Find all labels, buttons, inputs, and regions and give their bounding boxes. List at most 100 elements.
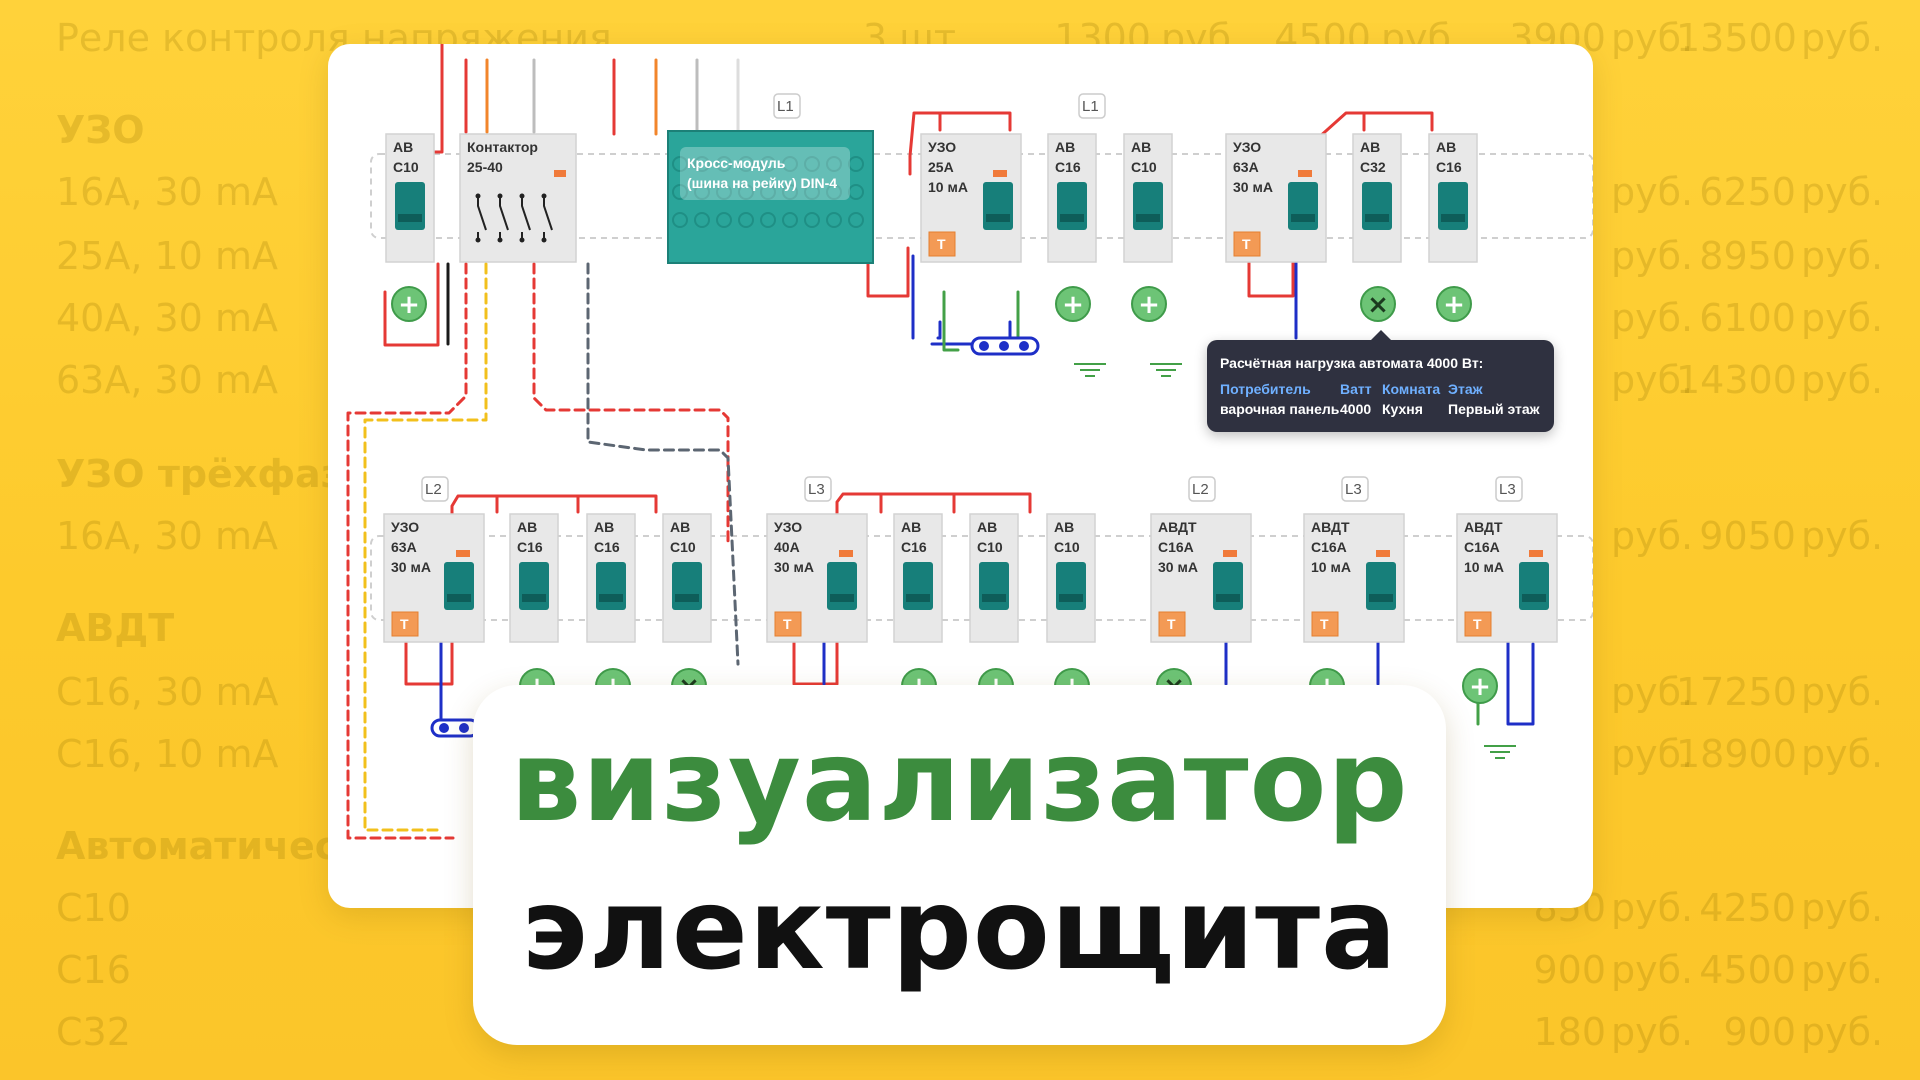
test-button [1311,611,1339,637]
price-row-total: 17250 [1676,670,1797,714]
phase-tag-box [804,476,832,502]
cross-module-label: Кросс-модуль [687,155,786,171]
dashed-wire [346,262,468,840]
module-lever [519,562,549,610]
wire-phase [383,262,440,347]
module-label: 10 мА [1464,559,1504,575]
module-lever-base [906,594,930,602]
module-label: АВДТ [1311,519,1350,535]
cross-texture [716,184,732,200]
module-label: АВ [1131,139,1151,155]
price-row-total: 6250 [1699,170,1796,214]
module-label: УЗО [391,519,419,535]
cross-texture [782,212,798,228]
module-label: 63А [1233,159,1259,175]
status-indicator [839,550,853,557]
cross-texture [716,212,732,228]
phase-tag: L3 [804,476,832,502]
wire-neutral [936,320,942,340]
phase-tag: L2 [421,476,449,502]
module-lever [979,562,1009,610]
price-row-total: 18900 [1676,732,1797,776]
module-label: С10 [977,539,1003,555]
price-row-name: С16, 10 mA [56,732,279,776]
module-label: С16 [594,539,620,555]
cross-texture [826,184,842,200]
add-icon-button: + [391,286,427,322]
module-lever-base [1060,214,1084,222]
module-lever [395,182,425,230]
test-button-label: T [1473,616,1482,632]
price-row-unit: руб. [1611,16,1694,60]
status-indicator [554,170,566,177]
title-line-1: визуализатор [510,717,1409,847]
module-lever [1438,182,1468,230]
module-lever-base [398,214,422,222]
module-lever [444,562,474,610]
module-label: С16 [517,539,543,555]
cross-texture [760,212,776,228]
price-row-unit: руб. [1611,732,1694,776]
cross-texture [760,156,776,172]
module-lever [1362,182,1392,230]
price-row-name: С16 [56,948,131,992]
phase-tag-label: L2 [1192,481,1209,498]
dashed-wire [586,262,740,666]
ground-symbol [1484,745,1516,759]
cross-texture [804,212,820,228]
cross-texture [738,184,754,200]
title-card: визуализатор электрощита [473,685,1446,1045]
price-row-name: 63А, 30 mA [56,358,278,402]
module-lever-base [1216,594,1240,602]
wire-phase [866,240,910,298]
module-label: С16А [1464,539,1500,555]
remove-icon: × [1367,290,1389,320]
add-icon-button: + [1131,286,1167,322]
price-row-unit: руб. [1611,670,1694,714]
load-tooltip: Расчётная нагрузка автомата 4000 Вт: Пот… [1207,330,1554,432]
price-row-unit: руб. [1611,358,1694,402]
icon-circle [1462,668,1498,704]
test-button-label: T [1242,236,1251,252]
price-row-unit: руб. [1611,170,1694,214]
cross-module-label: (шина на рейку) DIN-4 [687,175,837,191]
price-row-price: 900 [1533,948,1606,992]
cross-texture [672,184,688,200]
module-label: С16 [901,539,927,555]
tooltip-value-consumer: варочная панель [1220,401,1340,417]
module-label: С10 [393,159,419,175]
price-row-total: 4500 [1699,948,1796,992]
module-lever [596,562,626,610]
module-label: АВ [1360,139,1380,155]
price-row-total: 900 [1723,1010,1796,1054]
wire-neutral [1506,622,1535,726]
module-label: АВ [901,519,921,535]
breaker-av-c16: АВ С16 [893,513,943,643]
module-lever-base [1291,214,1315,222]
price-row-unit: руб. [1611,886,1694,930]
module-label: С32 [1360,159,1386,175]
test-button [1158,611,1186,637]
contact-dot [497,193,503,199]
phase-tag-label: L1 [777,98,794,115]
price-row-unit: руб. [1611,948,1694,992]
cross-texture [760,184,776,200]
module-lever-base [1522,594,1546,602]
module-lever-base [982,594,1006,602]
price-row-total: 9050 [1699,514,1796,558]
price-row-name: С32 [56,1010,131,1054]
phase-tag-box [421,476,449,502]
module-lever-base [447,594,471,602]
add-icon: + [398,290,420,320]
module-label: С10 [1131,159,1157,175]
status-indicator [993,170,1007,177]
price-row-unit: руб. [1801,358,1884,402]
price-row-total: 4250 [1699,886,1796,930]
